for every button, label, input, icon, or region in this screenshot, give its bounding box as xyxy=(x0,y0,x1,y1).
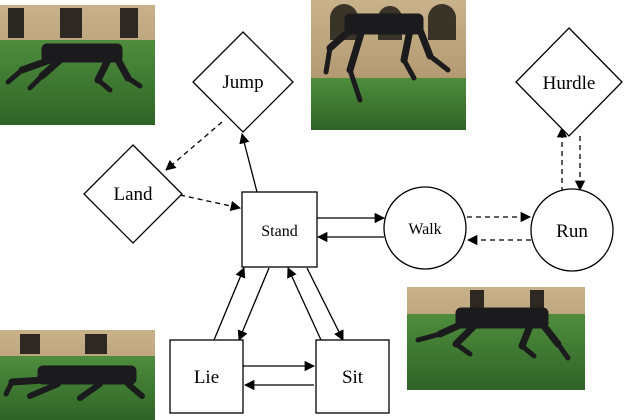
edges xyxy=(165,121,586,391)
node-hurdle: Hurdle xyxy=(515,27,623,137)
node-stand: Stand xyxy=(241,191,318,268)
edge-sit-to-stand xyxy=(287,267,322,341)
node-jump-label: Jump xyxy=(222,72,263,93)
edge-land-to-stand xyxy=(179,194,242,212)
node-jump: Jump xyxy=(192,31,294,133)
edge-jump-to-land xyxy=(165,121,223,171)
edge-stand-to-jump xyxy=(239,132,258,193)
photo-robot-leaning xyxy=(0,5,155,125)
node-land: Land xyxy=(83,144,183,244)
node-run: Run xyxy=(530,188,614,272)
node-sit-label: Sit xyxy=(342,367,364,388)
node-stand-label: Stand xyxy=(261,223,297,240)
node-walk-label: Walk xyxy=(408,221,441,238)
node-lie-label: Lie xyxy=(194,367,219,388)
photo-robot-walking xyxy=(407,287,585,390)
edge-lie-to-stand xyxy=(213,267,246,341)
photo-robot-lying xyxy=(0,330,155,420)
node-sit: Sit xyxy=(315,339,390,414)
node-hurdle-label: Hurdle xyxy=(543,73,596,94)
node-land-label: Land xyxy=(113,184,153,205)
node-walk: Walk xyxy=(383,186,467,270)
edge-stand-to-lie xyxy=(237,267,270,341)
photo-robot-jumping xyxy=(311,0,466,130)
node-lie: Lie xyxy=(169,339,244,414)
edge-stand-to-sit xyxy=(306,267,344,341)
node-run-label: Run xyxy=(556,221,588,242)
